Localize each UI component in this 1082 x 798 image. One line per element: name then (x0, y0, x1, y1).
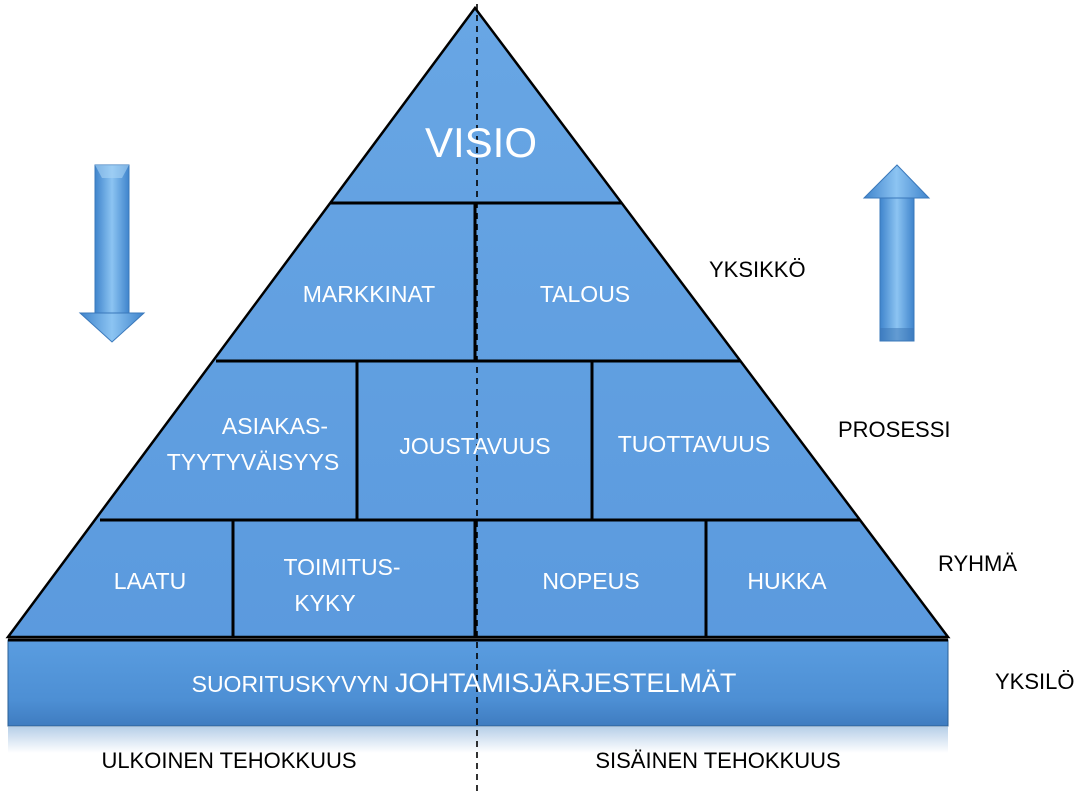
base-reflection (8, 727, 948, 753)
cell-talous: TALOUS (540, 281, 630, 307)
cell-markkinat: MARKKINAT (303, 281, 435, 307)
level-yksilo: YKSILÖ (995, 669, 1074, 694)
label-ulkoinen-tehokkuus: ULKOINEN TEHOKKUUS (101, 748, 356, 773)
cell-nopeus: NOPEUS (542, 568, 639, 594)
arrow-down-icon (78, 164, 146, 343)
cell-hukka: HUKKA (747, 568, 827, 594)
cell-joustavuus: JOUSTAVUUS (399, 433, 550, 459)
cell-toimitus-line2: KYKY (294, 590, 355, 616)
cell-asiakas-line2: TYYTYVÄISYYS (167, 449, 340, 475)
base-label: SUORITUSKYVYN JOHTAMISJÄRJESTELMÄT (192, 668, 737, 698)
level-ryhma: RYHMÄ (938, 551, 1017, 576)
apex-label: VISIO (425, 119, 537, 166)
base-label-main: JOHTAMISJÄRJESTELMÄT (395, 668, 737, 698)
cell-toimitus-line1: TOIMITUS- (283, 554, 400, 580)
base-label-prefix: SUORITUSKYVYN (192, 671, 395, 697)
cell-tuottavuus: TUOTTAVUUS (618, 431, 770, 457)
level-prosessi: PROSESSI (838, 417, 950, 442)
cell-laatu: LAATU (114, 568, 186, 594)
pyramid-triangle (5, 5, 951, 639)
label-sisainen-tehokkuus: SISÄINEN TEHOKKUUS (595, 748, 840, 773)
level-yksikko: YKSIKKÖ (709, 257, 806, 282)
arrow-up-icon (862, 164, 931, 342)
cell-asiakas-line1: ASIAKAS- (222, 413, 328, 439)
